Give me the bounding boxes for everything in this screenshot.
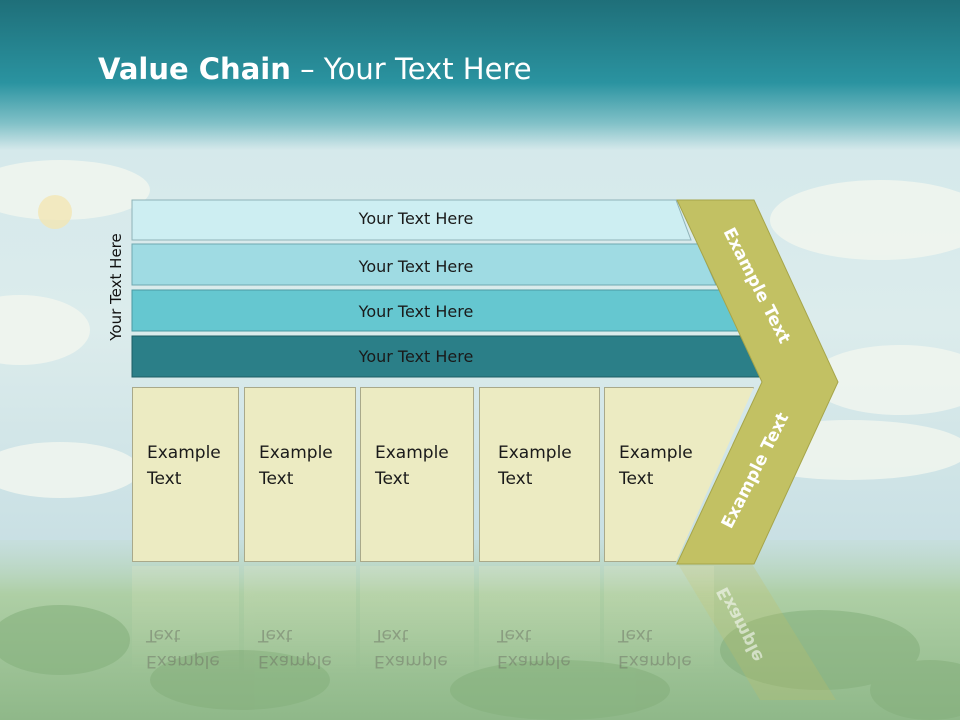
header-band: [0, 0, 960, 150]
box-4-line-2: Text: [498, 469, 533, 489]
bar-3-label: Your Text Here: [358, 302, 474, 321]
box-5-line-2: Text: [619, 469, 654, 489]
bar-1-label: Your Text Here: [358, 209, 474, 228]
box-4-line-1: Example: [498, 443, 572, 463]
box-2-line-2: Text: [259, 469, 294, 489]
title-bold: Value Chain: [98, 52, 291, 86]
bar-2: [131, 243, 717, 286]
bar-1: [131, 199, 692, 241]
bar-4-label: Your Text Here: [358, 347, 474, 366]
bar-2-label: Your Text Here: [358, 257, 474, 276]
box-1-line-2: Text: [147, 469, 182, 489]
chevron-reflection: [678, 564, 836, 700]
slide-title: Value Chain – Your Text Here: [98, 52, 532, 86]
box-3-line-2: Text: [375, 469, 410, 489]
box-2-line-1: Example: [259, 443, 333, 463]
box-1-line-1: Example: [147, 443, 221, 463]
chevron-arrow: [676, 199, 839, 565]
box-5-line-1: Example: [619, 443, 693, 463]
box-3-line-1: Example: [375, 443, 449, 463]
title-rest: – Your Text Here: [290, 52, 532, 86]
